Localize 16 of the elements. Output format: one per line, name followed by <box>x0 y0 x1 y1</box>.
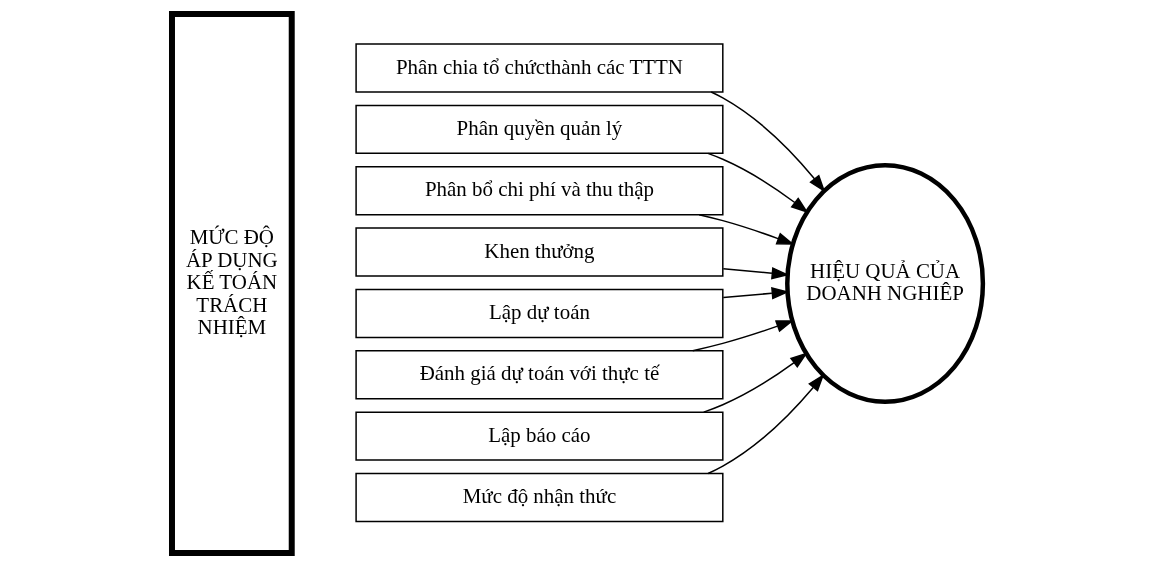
node-ellipse: HIỆU QUẢ CỦA DOANH NGHIÊP <box>784 163 985 404</box>
node-box: Đánh giá dự toán với thực tế <box>354 350 724 400</box>
node-box: Phân chia tổ chứcthành các TTTN <box>354 43 724 93</box>
node-box: Lập dự toán <box>354 288 724 339</box>
node-box: Khen thưởng <box>354 227 724 277</box>
node-box: Lập báo cáo <box>354 411 724 461</box>
node-box: Phân bổ chi phí và thu thập <box>354 166 724 216</box>
arrow <box>706 152 809 214</box>
node-box: MỨC ĐỘ ÁP DỤNG KẾ TOÁN TRÁCH NHIỆM <box>168 11 295 556</box>
node-box: Phân quyền quản lý <box>354 104 724 155</box>
arrow <box>697 213 795 245</box>
arrow <box>691 320 794 352</box>
arrow <box>709 91 825 193</box>
arrow <box>706 373 824 475</box>
node-box: Mức độ nhận thức <box>354 472 724 523</box>
arrow <box>702 352 808 413</box>
